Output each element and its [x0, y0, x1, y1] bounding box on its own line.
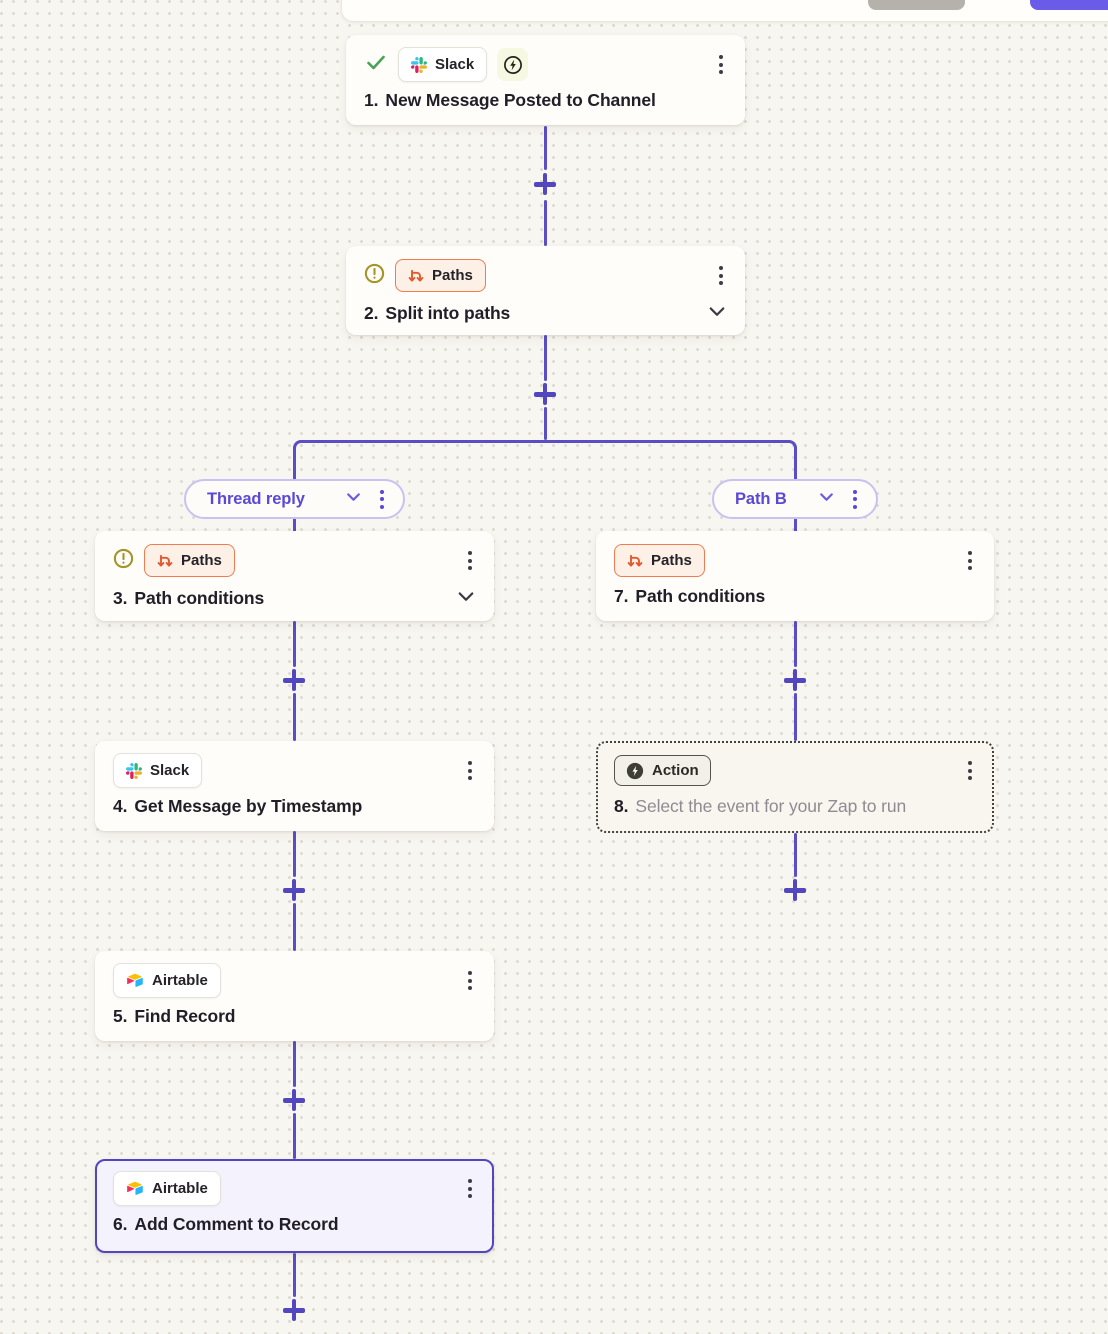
step-menu-icon[interactable] — [464, 757, 476, 784]
chevron-down-icon[interactable] — [345, 488, 362, 510]
instant-trigger-icon — [497, 48, 529, 81]
connector-line — [292, 693, 296, 741]
app-label: Airtable — [152, 972, 208, 989]
airtable-icon — [127, 1181, 143, 1195]
success-check-icon — [364, 50, 388, 79]
connector-line — [292, 1041, 296, 1087]
toolbar-primary-button[interactable] — [1030, 0, 1108, 10]
paths-split-icon — [157, 554, 173, 567]
connector-line — [793, 693, 797, 741]
step-card-6[interactable]: Airtable 6.Add Comment to Record — [95, 1159, 494, 1253]
add-step-button[interactable] — [784, 669, 806, 691]
connector-line — [793, 517, 797, 533]
connector-line — [543, 126, 547, 170]
step-title: 6.Add Comment to Record — [113, 1214, 339, 1234]
paths-app-pill[interactable]: Paths — [144, 544, 235, 577]
step-title: 7.Path conditions — [614, 586, 766, 606]
add-step-button[interactable] — [283, 1089, 305, 1111]
chevron-down-icon[interactable] — [818, 488, 835, 510]
step-title: 4.Get Message by Timestamp — [113, 796, 363, 816]
connector-line — [292, 903, 296, 951]
toolbar-secondary-button[interactable] — [868, 0, 965, 10]
chevron-down-icon[interactable] — [707, 301, 727, 326]
path-label: Path B — [735, 489, 787, 508]
step-menu-icon[interactable] — [464, 967, 476, 994]
connector-line — [793, 833, 797, 877]
step-title: 3.Path conditions — [113, 586, 476, 611]
path-pill-path-b[interactable]: Path B — [712, 479, 878, 519]
connector-line — [543, 335, 547, 381]
chevron-down-icon[interactable] — [456, 586, 476, 611]
step-menu-icon[interactable] — [964, 757, 976, 784]
step-menu-icon[interactable] — [964, 547, 976, 574]
step-card-5[interactable]: Airtable 5.Find Record — [95, 951, 494, 1041]
connector-line — [292, 621, 296, 667]
step-menu-icon[interactable] — [715, 51, 727, 78]
connector-line — [292, 831, 296, 877]
connector-line — [292, 517, 296, 533]
add-step-button[interactable] — [283, 1299, 305, 1321]
app-label: Action — [652, 762, 699, 779]
slack-app-pill[interactable]: Slack — [398, 47, 488, 82]
airtable-app-pill[interactable]: Airtable — [113, 1171, 221, 1206]
add-step-button[interactable] — [283, 669, 305, 691]
path-pill-thread-reply[interactable]: Thread reply — [184, 479, 405, 519]
step-card-2[interactable]: Paths 2.Split into paths — [346, 246, 745, 335]
path-menu-icon[interactable] — [849, 486, 861, 513]
slack-icon — [411, 56, 427, 73]
warning-icon — [113, 548, 134, 574]
step-title: 8.Select the event for your Zap to run — [614, 796, 907, 816]
paths-app-pill[interactable]: Paths — [395, 259, 486, 292]
step-card-7[interactable]: Paths 7.Path conditions — [596, 531, 994, 621]
add-step-button[interactable] — [784, 879, 806, 901]
step-title: 2.Split into paths — [364, 301, 727, 326]
add-step-button[interactable] — [534, 173, 556, 195]
path-label: Thread reply — [207, 489, 305, 508]
paths-app-pill[interactable]: Paths — [614, 544, 705, 577]
step-card-3[interactable]: Paths 3.Path conditions — [95, 531, 494, 621]
add-step-button[interactable] — [283, 879, 305, 901]
action-bolt-icon — [626, 762, 644, 779]
app-label: Paths — [651, 552, 692, 569]
step-menu-icon[interactable] — [464, 547, 476, 574]
step-card-8[interactable]: Action 8.Select the event for your Zap t… — [596, 741, 994, 833]
step-title: 1.New Message Posted to Channel — [364, 90, 656, 110]
app-label: Airtable — [152, 1180, 208, 1197]
connector-line — [292, 1113, 296, 1159]
action-pill[interactable]: Action — [614, 755, 711, 786]
connector-line — [793, 621, 797, 667]
app-label: Slack — [150, 762, 190, 779]
step-card-1[interactable]: Slack 1.New Message Posted to Channel — [346, 35, 745, 125]
connector-line — [292, 1253, 296, 1297]
connector-line — [543, 200, 547, 246]
connector-line — [543, 407, 547, 440]
path-menu-icon[interactable] — [376, 486, 388, 513]
airtable-app-pill[interactable]: Airtable — [113, 963, 221, 998]
add-step-button[interactable] — [534, 383, 556, 405]
paths-split-icon — [408, 269, 424, 282]
step-card-4[interactable]: Slack 4.Get Message by Timestamp — [95, 741, 494, 831]
editor-toolbar — [341, 0, 1108, 22]
step-menu-icon[interactable] — [715, 262, 727, 289]
warning-icon — [364, 263, 385, 289]
step-title: 5.Find Record — [113, 1006, 236, 1026]
airtable-icon — [127, 973, 143, 987]
app-label: Paths — [181, 552, 222, 569]
slack-app-pill[interactable]: Slack — [113, 753, 203, 788]
app-label: Slack — [435, 56, 475, 73]
app-label: Paths — [432, 267, 473, 284]
step-menu-icon[interactable] — [464, 1175, 476, 1202]
paths-split-icon — [627, 554, 643, 567]
paths-branch-connector — [293, 440, 797, 479]
slack-icon — [126, 762, 142, 779]
